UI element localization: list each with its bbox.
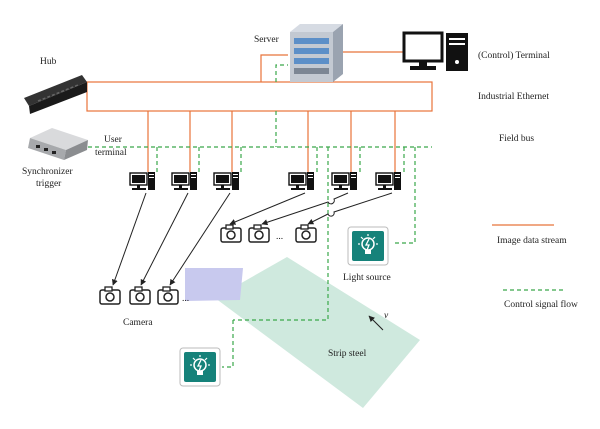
desktop-computer-icon (129, 171, 156, 191)
user-terminals (129, 171, 402, 191)
camera-view-projection (185, 268, 243, 301)
synchronizer-device-icon (28, 128, 88, 160)
server-tower-icon (290, 24, 343, 82)
camera-icon (157, 286, 179, 305)
synchronizer-label-line2: trigger (36, 179, 62, 189)
ellipsis-upper: ... (276, 232, 283, 242)
camera-icon (129, 286, 151, 305)
light-source-upper (347, 226, 389, 266)
camera-icon (295, 224, 317, 243)
synchronizer-label-line1: Synchronizer (22, 167, 73, 177)
desktop-computer-icon (331, 171, 358, 191)
control-signal-network (88, 64, 432, 368)
image-data-network (86, 51, 433, 172)
camera-icon (99, 286, 121, 305)
legend-image-data-label: Image data stream (497, 236, 567, 246)
camera-icon (220, 224, 242, 243)
velocity-label: v (384, 311, 389, 321)
desktop-computer-icon (288, 171, 315, 191)
strip-steel-label: Strip steel (328, 349, 367, 359)
network-hub-icon (24, 75, 87, 114)
legend: Image data stream Control signal flow (492, 224, 578, 310)
user-terminal-label-line2: terminal (95, 148, 127, 158)
strip-steel (215, 257, 420, 408)
server-label: Server (254, 35, 280, 45)
desktop-computer-icon (171, 171, 198, 191)
legend-control-signal-label: Control signal flow (504, 299, 578, 310)
camera-icon (248, 224, 270, 243)
cameras-lower-row: ... (99, 286, 189, 305)
field-bus-label: Field bus (499, 134, 534, 144)
terminal-to-camera-arrows (111, 192, 393, 286)
server-uplink (260, 54, 288, 82)
cameras-upper-row: ... (220, 224, 317, 243)
desktop-computer-icon (375, 171, 402, 191)
industrial-ethernet-bus (86, 81, 433, 112)
light-source-label: Light source (343, 273, 391, 283)
control-terminal-label: (Control) Terminal (478, 50, 550, 61)
user-terminal-label-line1: User (104, 135, 123, 145)
desktop-computer-icon (213, 171, 240, 191)
ellipsis-lower: ... (182, 294, 189, 304)
control-terminal-icon (402, 31, 468, 71)
industrial-ethernet-label: Industrial Ethernet (478, 92, 549, 102)
camera-label: Camera (123, 318, 153, 328)
velocity-indicator: v (368, 311, 389, 331)
hub-label: Hub (40, 57, 57, 67)
light-source-lower (179, 347, 221, 387)
